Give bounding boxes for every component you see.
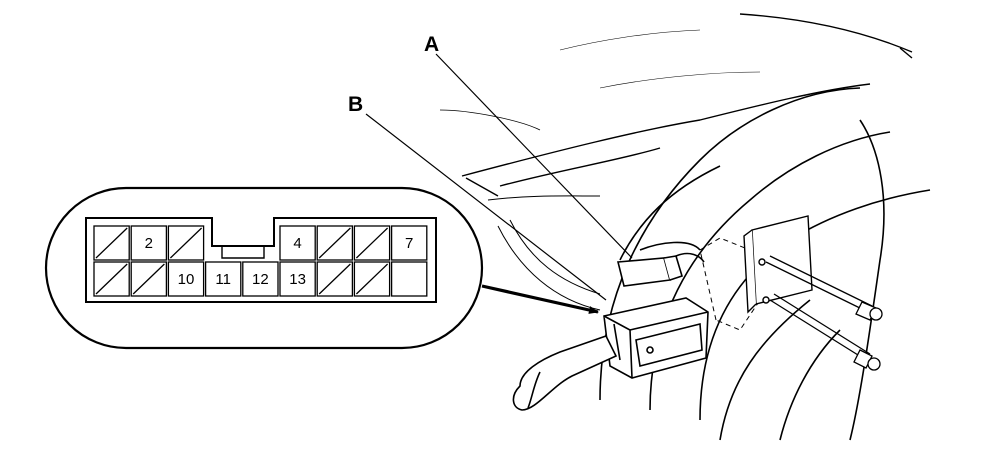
connector-callout: 2 4 7 10 11 12 13	[44, 186, 484, 350]
leader-line-a	[435, 53, 633, 259]
pin-blank-mark	[95, 263, 128, 295]
pin-blank-mark	[95, 227, 128, 259]
pin-blank-mark	[355, 227, 389, 259]
callout-label-b: B	[348, 93, 364, 116]
connector-a-plug	[616, 241, 705, 287]
pin-blank-mark	[318, 227, 351, 259]
connector-lock-tab	[221, 246, 265, 259]
pin-blank-mark	[355, 263, 389, 295]
pin-number-7: 7	[405, 235, 413, 252]
combination-switch-b	[603, 297, 709, 379]
callout-label-a: A	[424, 33, 440, 56]
pin-blank-mark	[132, 263, 165, 295]
pin-number-4: 4	[293, 235, 301, 252]
mounting-bracket	[743, 215, 813, 314]
pin-cell-top-8	[390, 225, 428, 261]
switch-lever	[512, 335, 618, 411]
pin-cell-bottom-4	[242, 261, 279, 297]
pin-blank-mark	[318, 263, 351, 295]
pin-cell-top-5	[279, 225, 316, 261]
pin-cell-bottom-5	[279, 261, 316, 297]
leader-line-b	[365, 113, 607, 301]
callout-arrow	[481, 284, 599, 314]
pin-number-13: 13	[289, 271, 306, 288]
dashboard-outline	[439, 13, 913, 311]
pin-number-2: 2	[145, 235, 153, 252]
pin-number-10: 10	[178, 271, 195, 288]
pin-grid: 2 4 7 10 11 12 13	[93, 225, 428, 297]
pin-cell-bottom-3	[204, 261, 242, 297]
pin-cell-top-1	[130, 225, 168, 261]
pin-number-12: 12	[252, 271, 269, 288]
pin-number-11: 11	[215, 271, 231, 288]
pin-blank-mark	[169, 227, 203, 259]
pin-cell-bottom-2	[167, 261, 205, 297]
pin-cell-bottom-8	[390, 261, 428, 297]
screw-upper	[765, 255, 883, 321]
screw-lower	[769, 293, 881, 371]
